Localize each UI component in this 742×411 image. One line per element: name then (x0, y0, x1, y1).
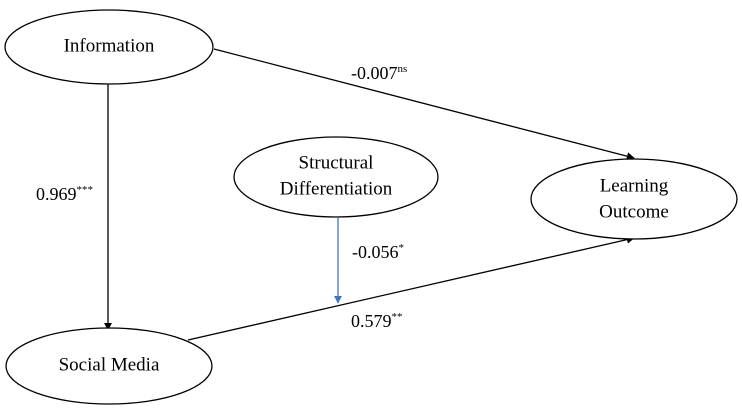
significance-marker: * (399, 242, 405, 254)
node-social-media: Social Media (5, 327, 213, 405)
node-learning-outcome-label-line-2: Outcome (599, 201, 669, 222)
coefficient-value: -0.007 (351, 63, 398, 83)
node-social-media-ellipse (5, 327, 213, 405)
edge-social-media-to-learning-outcome (187, 235, 635, 341)
node-structural-differentiation-label-line-1: Structural (299, 152, 374, 173)
coefficient-value: 0.969 (36, 184, 77, 204)
edge-label-social-media-to-learning-outcome: 0.579** (351, 311, 403, 331)
node-learning-outcome-ellipse (530, 158, 738, 240)
significance-marker: ns (398, 63, 408, 75)
edge-label-structural-differentiation-moderation: -0.056* (352, 242, 404, 262)
coefficient-value: 0.579 (351, 311, 392, 331)
edge-label-information-to-social-media: 0.969*** (36, 184, 93, 204)
node-information: Information (4, 9, 214, 85)
node-learning-outcome-label-line-1: Learning (600, 175, 669, 196)
node-structural-differentiation: Structural Differentiation (233, 136, 439, 218)
node-learning-outcome: Learning Outcome (530, 158, 738, 240)
significance-marker: *** (77, 184, 94, 196)
edge-information-to-learning-outcome (213, 48, 635, 161)
node-structural-differentiation-label-line-2: Differentiation (280, 178, 393, 199)
node-information-ellipse (4, 9, 214, 85)
node-social-media-label: Social Media (59, 354, 160, 375)
coefficient-value: -0.056 (352, 242, 399, 262)
node-structural-differentiation-ellipse (233, 136, 439, 218)
significance-marker: ** (392, 311, 403, 323)
node-information-label: Information (64, 35, 155, 56)
edge-label-information-to-learning-outcome: -0.007ns (351, 63, 407, 83)
